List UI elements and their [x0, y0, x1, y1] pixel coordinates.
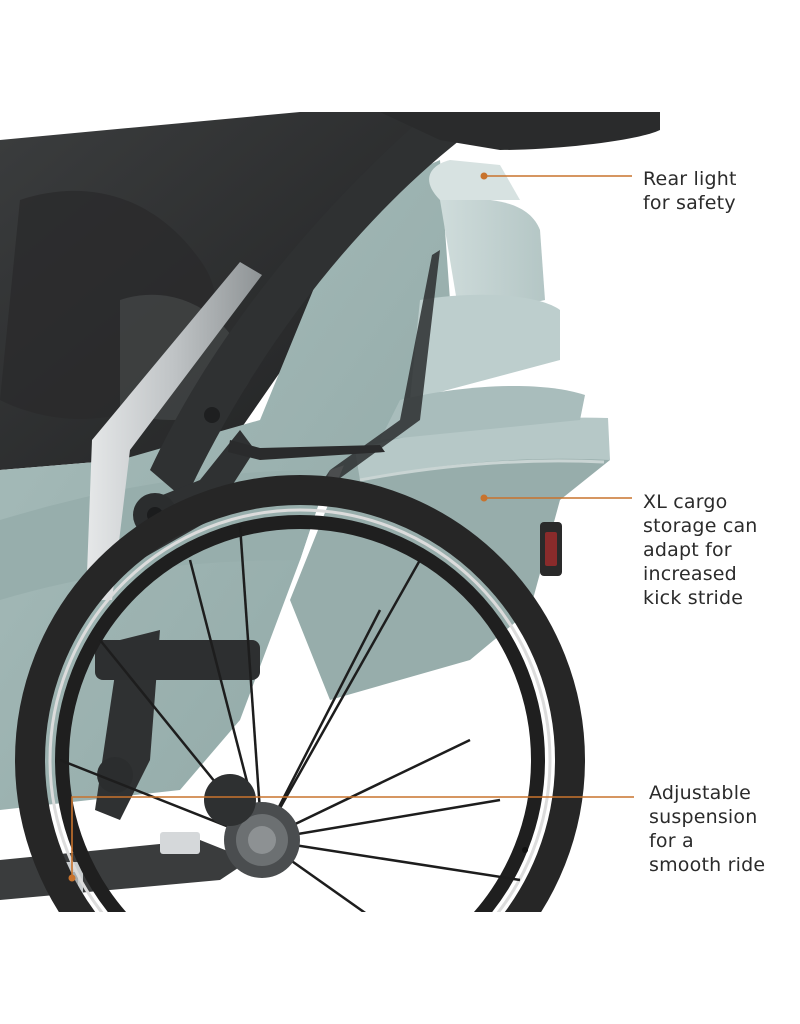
- handlebar: [380, 112, 660, 150]
- canopy: [440, 198, 545, 320]
- callout-line: kick stride: [643, 587, 744, 609]
- rear-wheel: [15, 475, 585, 912]
- leader-dot-rear-light: [480, 172, 488, 180]
- callout-line: storage can: [643, 515, 758, 537]
- callout-line: adapt for: [643, 539, 732, 561]
- callout-cargo-storage: XL cargo storage can adapt for increased…: [643, 490, 758, 610]
- frame-arm-upper: [150, 112, 460, 500]
- callout-suspension: Adjustable suspension for a smooth ride: [649, 781, 765, 877]
- callout-line: XL cargo: [643, 491, 728, 513]
- callout-line: for a: [649, 830, 694, 852]
- leader-dot-suspension: [68, 874, 76, 882]
- leader-line-suspension: [71, 796, 634, 878]
- callout-line: increased: [643, 563, 737, 585]
- leader-dot-cargo: [480, 494, 488, 502]
- callout-line: Adjustable: [649, 782, 752, 804]
- callout-line: Rear light: [643, 168, 737, 190]
- leader-lines: [71, 175, 634, 878]
- callout-rear-light: Rear light for safety: [643, 167, 737, 215]
- callout-line: suspension: [649, 806, 758, 828]
- callout-line: smooth ride: [649, 854, 766, 876]
- callout-line: for safety: [643, 192, 736, 214]
